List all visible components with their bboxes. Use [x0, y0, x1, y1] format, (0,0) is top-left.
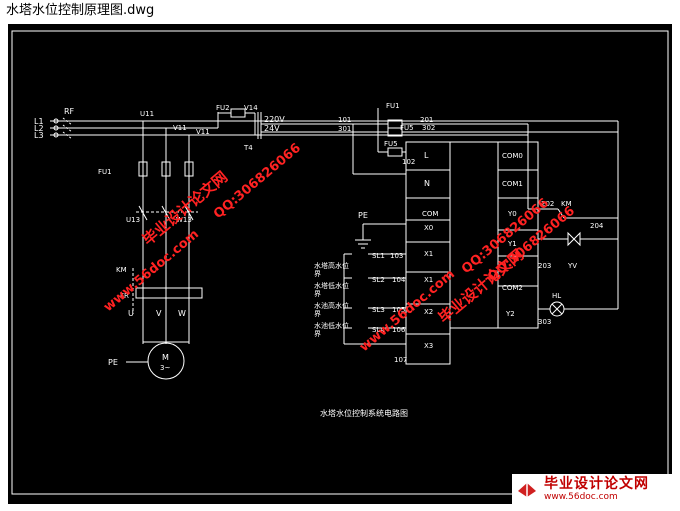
plc-x0: X0 — [424, 224, 433, 232]
plc-l: L — [424, 151, 429, 160]
sensor-desc-4b: 界 — [314, 330, 321, 338]
sensor-desc-2b: 界 — [314, 290, 321, 298]
label-303: 303 — [538, 318, 551, 326]
plc-x2: X2 — [424, 308, 433, 316]
sensor-sl4: SL4 — [372, 326, 385, 334]
label-202: 202 — [541, 200, 554, 208]
label-km-plc: KM — [561, 200, 572, 208]
label-101: 101 — [338, 116, 351, 124]
plc-com2: COM2 — [502, 284, 523, 292]
label-rf: RF — [64, 107, 75, 116]
label-motor-3phase: 3~ — [160, 364, 170, 372]
drawing-frame — [11, 30, 669, 495]
label-km-motor: KM — [116, 266, 127, 274]
sensor-desc-3a: 水池高水位 — [314, 301, 349, 310]
plc-com1: COM1 — [502, 180, 523, 188]
book-logo-icon — [518, 483, 536, 497]
sensor-desc-1b: 界 — [314, 270, 321, 278]
diagram-caption: 水塔水位控制系统电路图 — [320, 408, 408, 418]
label-v11a: V11 — [173, 124, 187, 132]
label-motor-m: M — [162, 353, 169, 362]
label-301: 301 — [338, 125, 351, 133]
plc-x1a: X1 — [424, 250, 433, 258]
label-v14: V14 — [244, 104, 258, 112]
label-pe-plc: PE — [358, 211, 368, 220]
drawing-canvas[interactable]: L1 L2 L3 RF U11 V11 V11 FU1 U13 W13 KM F… — [8, 24, 672, 504]
label-201: 201 — [420, 116, 433, 124]
label-yv: YV — [567, 262, 577, 270]
sensor-desc-3b: 界 — [314, 310, 321, 318]
plc-com0: COM0 — [502, 152, 523, 160]
label-v: V — [156, 309, 162, 318]
label-fu5b: FU5 — [384, 140, 398, 148]
label-105: 105 — [392, 306, 405, 314]
footer-url: www.56doc.com — [544, 491, 618, 502]
label-u13: U13 — [126, 216, 140, 224]
plc-com-in: COM — [422, 210, 438, 218]
label-hl: HL — [552, 292, 561, 300]
label-102: 102 — [402, 158, 415, 166]
sensor-sl2: SL2 — [372, 276, 385, 284]
label-103: 103 — [390, 252, 403, 260]
label-203: 203 — [538, 262, 551, 270]
label-pe-motor: PE — [108, 358, 118, 367]
sensor-sl3: SL3 — [372, 306, 385, 314]
label-w: W — [178, 309, 186, 318]
label-u: U — [128, 309, 134, 318]
label-fr: FR — [120, 292, 129, 300]
window-title: 水塔水位控制原理图.dwg — [0, 0, 680, 22]
label-v11b: V11 — [196, 128, 210, 136]
label-u11: U11 — [140, 110, 154, 118]
label-24v: 24V — [264, 124, 280, 133]
footer-name: 毕业设计论文网 — [544, 475, 649, 492]
label-l2: L2 — [34, 124, 44, 133]
label-106: 106 — [392, 326, 406, 334]
plc-y0: Y0 — [507, 210, 517, 218]
circuit-diagram: L1 L2 L3 RF U11 V11 V11 FU1 U13 W13 KM F… — [11, 30, 669, 495]
label-204: 204 — [590, 222, 604, 230]
label-l1: L1 — [34, 117, 44, 126]
sensor-desc-4a: 水池低水位 — [314, 321, 349, 330]
label-fu5a: FU5 — [400, 124, 414, 132]
label-w13: W13 — [176, 216, 192, 224]
label-fu2: FU2 — [216, 104, 230, 112]
plc-x3: X3 — [424, 342, 433, 350]
plc-x1b: X1 — [424, 276, 433, 284]
label-302: 302 — [422, 124, 435, 132]
sensor-desc-1a: 水塔高水位 — [314, 261, 349, 270]
label-104: 104 — [392, 276, 406, 284]
label-220v: 220V — [264, 115, 285, 124]
sensor-sl1: SL1 — [372, 252, 385, 260]
label-t4: T4 — [243, 144, 253, 152]
footer-logo-bar: 毕业设计论文网 www.56doc.com — [512, 474, 672, 504]
plc-n: N — [424, 179, 430, 188]
plc-y2: Y2 — [505, 310, 515, 318]
plc-y1: Y1 — [507, 240, 517, 248]
label-fu1-plc: FU1 — [386, 102, 400, 110]
label-fu1-motor: FU1 — [98, 168, 112, 176]
label-l3: L3 — [34, 131, 44, 140]
label-107: 107 — [394, 356, 407, 364]
sensor-desc-2a: 水塔低水位 — [314, 281, 349, 290]
